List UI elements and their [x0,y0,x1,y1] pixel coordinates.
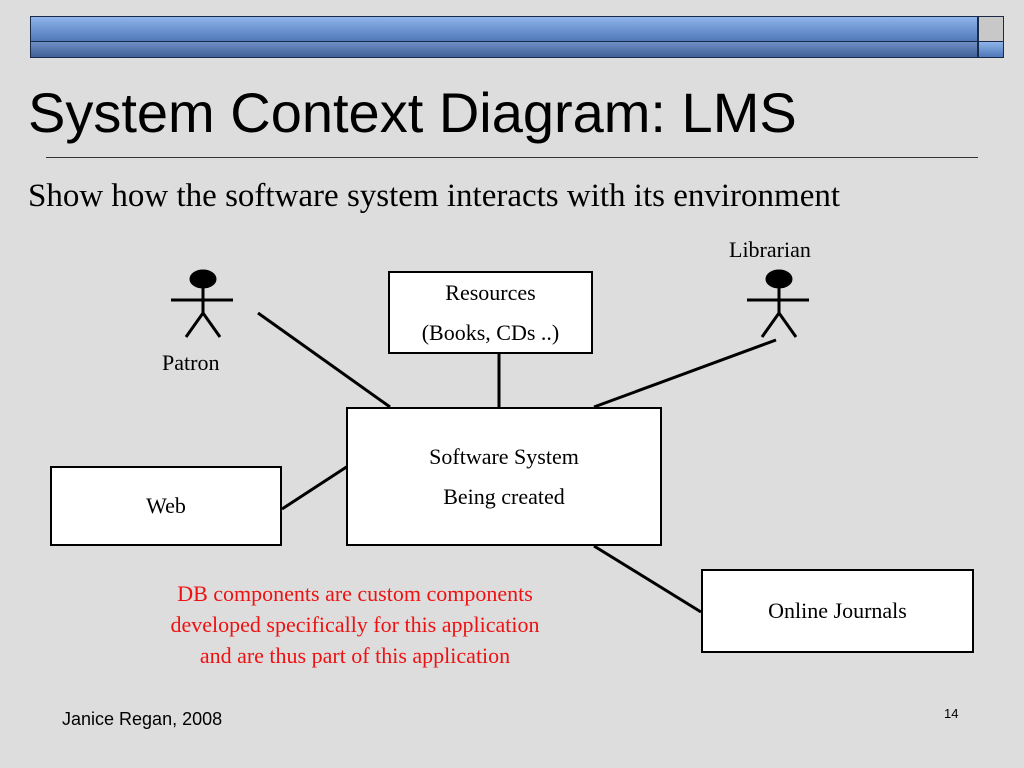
header-bar-band-top [31,17,977,42]
resources-box-line-1: Resources [445,279,536,305]
online-journals-box: Online Journals [701,569,974,653]
resources-box: Resources (Books, CDs ..) [388,271,593,354]
header-bar-band-bottom [31,42,977,57]
software-system-box-line-1: Software System [429,443,579,469]
note-line-1: DB components are custom components [177,581,533,606]
patron-stick-figure [171,269,233,338]
title-divider [46,157,978,158]
connector-web-system [281,464,349,511]
web-box: Web [50,466,282,546]
slide-title: System Context Diagram: LMS [28,81,797,144]
resources-box-line-2: (Books, CDs ..) [421,319,560,345]
web-box-label: Web [146,493,186,518]
online-journals-box-label: Online Journals [768,598,907,623]
note-line-2: developed specifically for this applicat… [170,612,540,637]
page-number: 14 [944,706,959,721]
db-components-note: DB components are custom components deve… [120,578,590,671]
patron-label: Patron [162,350,220,375]
software-system-box-line-2: Being created [443,483,565,509]
header-corner-box [978,16,1004,58]
patron-head-icon [189,269,217,289]
footer-author: Janice Regan, 2008 [62,709,223,729]
header-bar [30,16,978,58]
software-system-box: Software System Being created [346,407,662,546]
slide-subtitle: Show how the software system interacts w… [28,178,841,214]
connector-journals-system [593,544,702,614]
connector-patron-system [257,311,391,409]
header-corner-box-band [979,41,1003,57]
librarian-head-icon [765,269,793,289]
librarian-stick-figure [747,269,809,338]
librarian-label: Librarian [729,237,811,262]
connector-librarian-system [593,338,777,409]
note-line-3: and are thus part of this application [199,643,511,668]
